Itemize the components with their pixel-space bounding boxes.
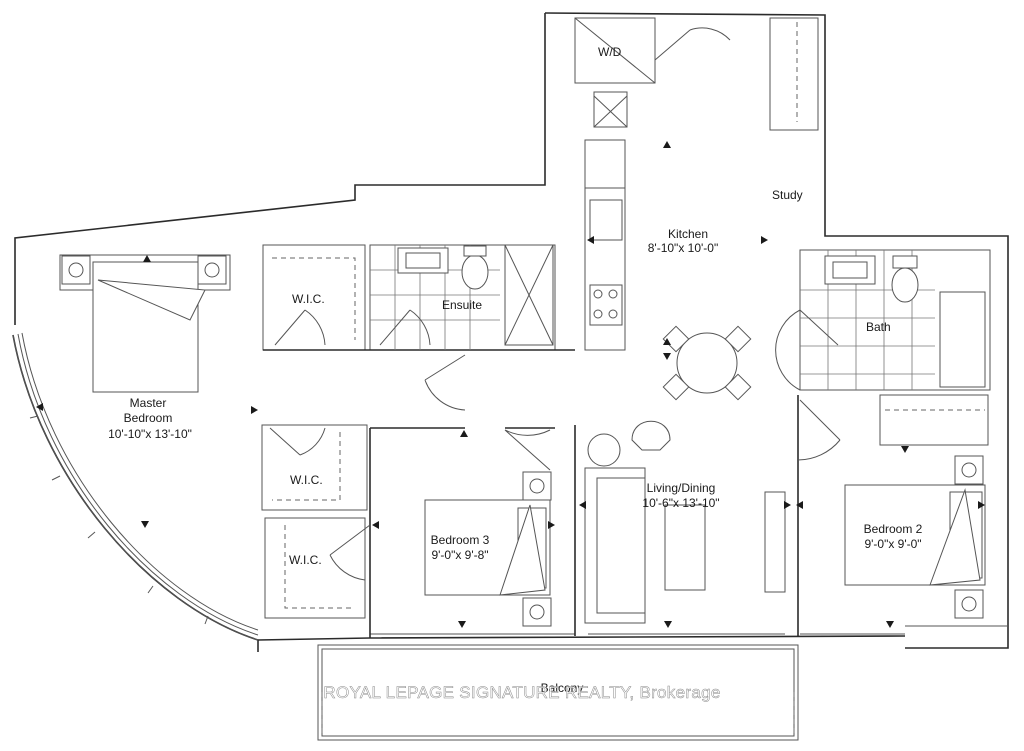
bedroom2-size: 9'-0"x 9'-0": [864, 537, 921, 551]
room-labels: W/D Kitchen 8'-10"x 10'-0" Study Ensuite…: [108, 45, 923, 695]
bedroom3-bed: [424, 471, 552, 627]
master-bed: [59, 254, 231, 393]
living-furniture: [584, 420, 786, 624]
dining-table: [662, 325, 752, 401]
wic-master-label: W.I.C.: [292, 292, 325, 306]
arrows: [36, 141, 985, 628]
master-size: 10'-10"x 13'-10": [108, 427, 192, 441]
bedroom2-bed: [844, 455, 986, 619]
wic-three-label: W.I.C.: [289, 553, 322, 567]
living-size: 10'-6"x 13'-10": [642, 496, 719, 510]
interior-walls: [261, 17, 991, 638]
bath-tiles: [800, 250, 935, 390]
doors: [269, 27, 841, 581]
bedroom3-size: 9'-0"x 9'-8": [431, 548, 488, 562]
study-label: Study: [772, 188, 803, 202]
balcony: [317, 644, 799, 741]
watermark: ROYAL LEPAGE SIGNATURE REALTY, Brokerage: [323, 683, 720, 702]
bedroom2-label: Bedroom 2: [864, 522, 923, 536]
wic-two-label: W.I.C.: [290, 473, 323, 487]
bath-fixtures: [824, 255, 986, 388]
master-label-2: Bedroom: [124, 411, 173, 425]
curved-window: [12, 332, 259, 641]
living-label: Living/Dining: [647, 481, 716, 495]
kitchen-label: Kitchen: [668, 227, 708, 241]
wd-label: W/D: [598, 45, 622, 59]
kitchen-size: 8'-10"x 10'-0": [648, 241, 718, 255]
kitchen-fixtures: [574, 17, 656, 326]
master-label-1: Master: [130, 396, 167, 410]
ensuite-fixtures: [397, 244, 554, 346]
ensuite-label: Ensuite: [442, 298, 482, 312]
balcony-label: Balcony: [541, 681, 584, 695]
bath-label: Bath: [866, 320, 891, 334]
south-windows: [370, 625, 1008, 635]
bedroom3-label: Bedroom 3: [431, 533, 490, 547]
